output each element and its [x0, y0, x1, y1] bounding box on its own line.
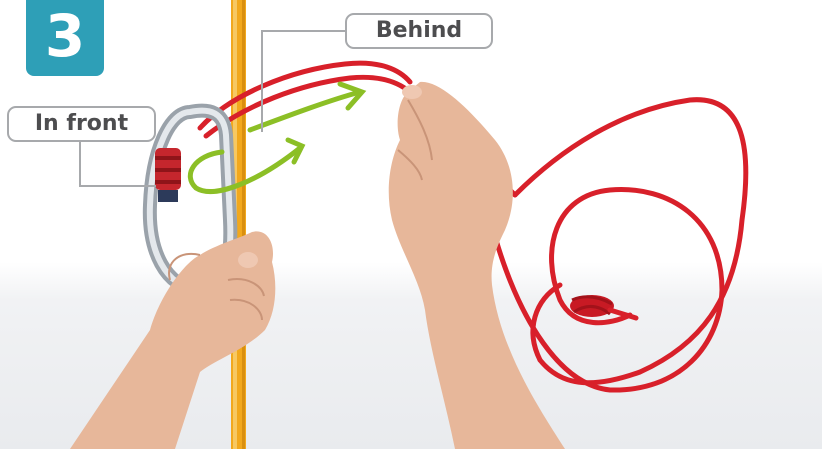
step-number-badge: 3 — [26, 0, 104, 76]
right-hand — [389, 82, 565, 449]
red-cord-knot — [570, 295, 636, 318]
green-arrow — [190, 84, 362, 192]
red-cord-loop — [496, 100, 746, 390]
behind-label: Behind — [345, 13, 493, 49]
in-front-label: In front — [7, 106, 156, 142]
